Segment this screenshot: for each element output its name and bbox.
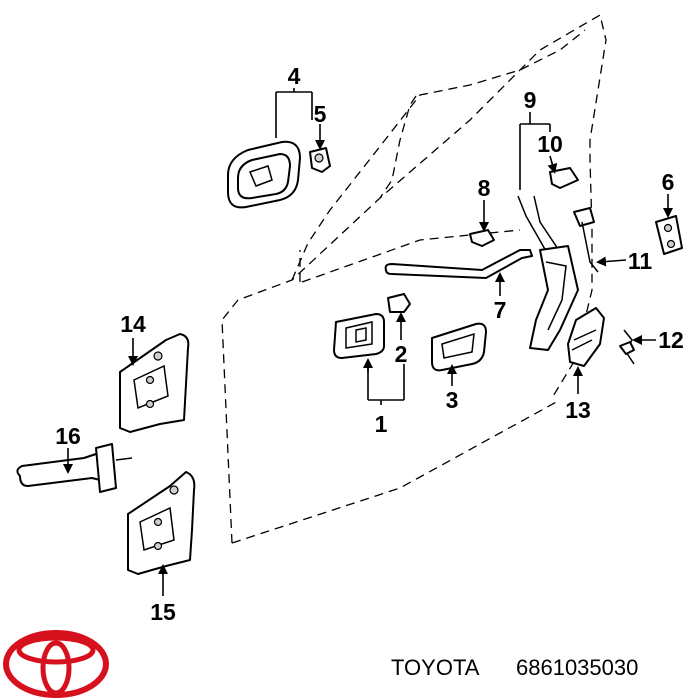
callout-12: 12 bbox=[658, 327, 684, 353]
handle-clip bbox=[309, 147, 331, 173]
inside-door-handle bbox=[431, 322, 487, 372]
callout-9: 9 bbox=[524, 87, 537, 113]
callout-14: 14 bbox=[120, 311, 146, 337]
part-number: 6861035030 bbox=[516, 655, 638, 680]
callout-8: 8 bbox=[478, 175, 491, 201]
door-check-strap bbox=[16, 443, 133, 493]
callout-6: 6 bbox=[662, 169, 675, 195]
callout-2: 2 bbox=[395, 341, 408, 367]
callout-16: 16 bbox=[55, 423, 81, 449]
callout-13: 13 bbox=[565, 397, 591, 423]
callout-5: 5 bbox=[314, 101, 327, 127]
callout-labels: 1 2 3 4 5 6 7 8 9 10 11 12 13 14 15 16 bbox=[55, 63, 684, 625]
lock-spring-link bbox=[619, 329, 635, 365]
door-lock-assembly bbox=[517, 195, 599, 351]
door-outline bbox=[221, 13, 607, 544]
rod-clip bbox=[469, 229, 495, 247]
lock-bracket bbox=[549, 167, 579, 189]
outside-door-handle bbox=[227, 140, 301, 209]
callout-3: 3 bbox=[446, 387, 459, 413]
lock-actuator bbox=[567, 307, 605, 367]
inside-handle-bezel bbox=[333, 313, 385, 359]
callout-15: 15 bbox=[150, 599, 176, 625]
callout-10: 10 bbox=[537, 131, 563, 157]
toyota-logo-icon bbox=[3, 630, 109, 698]
lock-rod bbox=[384, 249, 533, 279]
callout-7: 7 bbox=[494, 297, 507, 323]
leader-lines bbox=[63, 88, 673, 596]
callout-1: 1 bbox=[375, 411, 388, 437]
upper-door-hinge bbox=[119, 333, 190, 433]
callout-4: 4 bbox=[288, 63, 301, 89]
door-striker bbox=[655, 215, 683, 255]
brand-name: TOYOTA bbox=[391, 655, 480, 680]
lock-knob bbox=[387, 293, 411, 313]
lower-door-hinge bbox=[127, 471, 196, 575]
callout-11: 11 bbox=[628, 248, 653, 274]
